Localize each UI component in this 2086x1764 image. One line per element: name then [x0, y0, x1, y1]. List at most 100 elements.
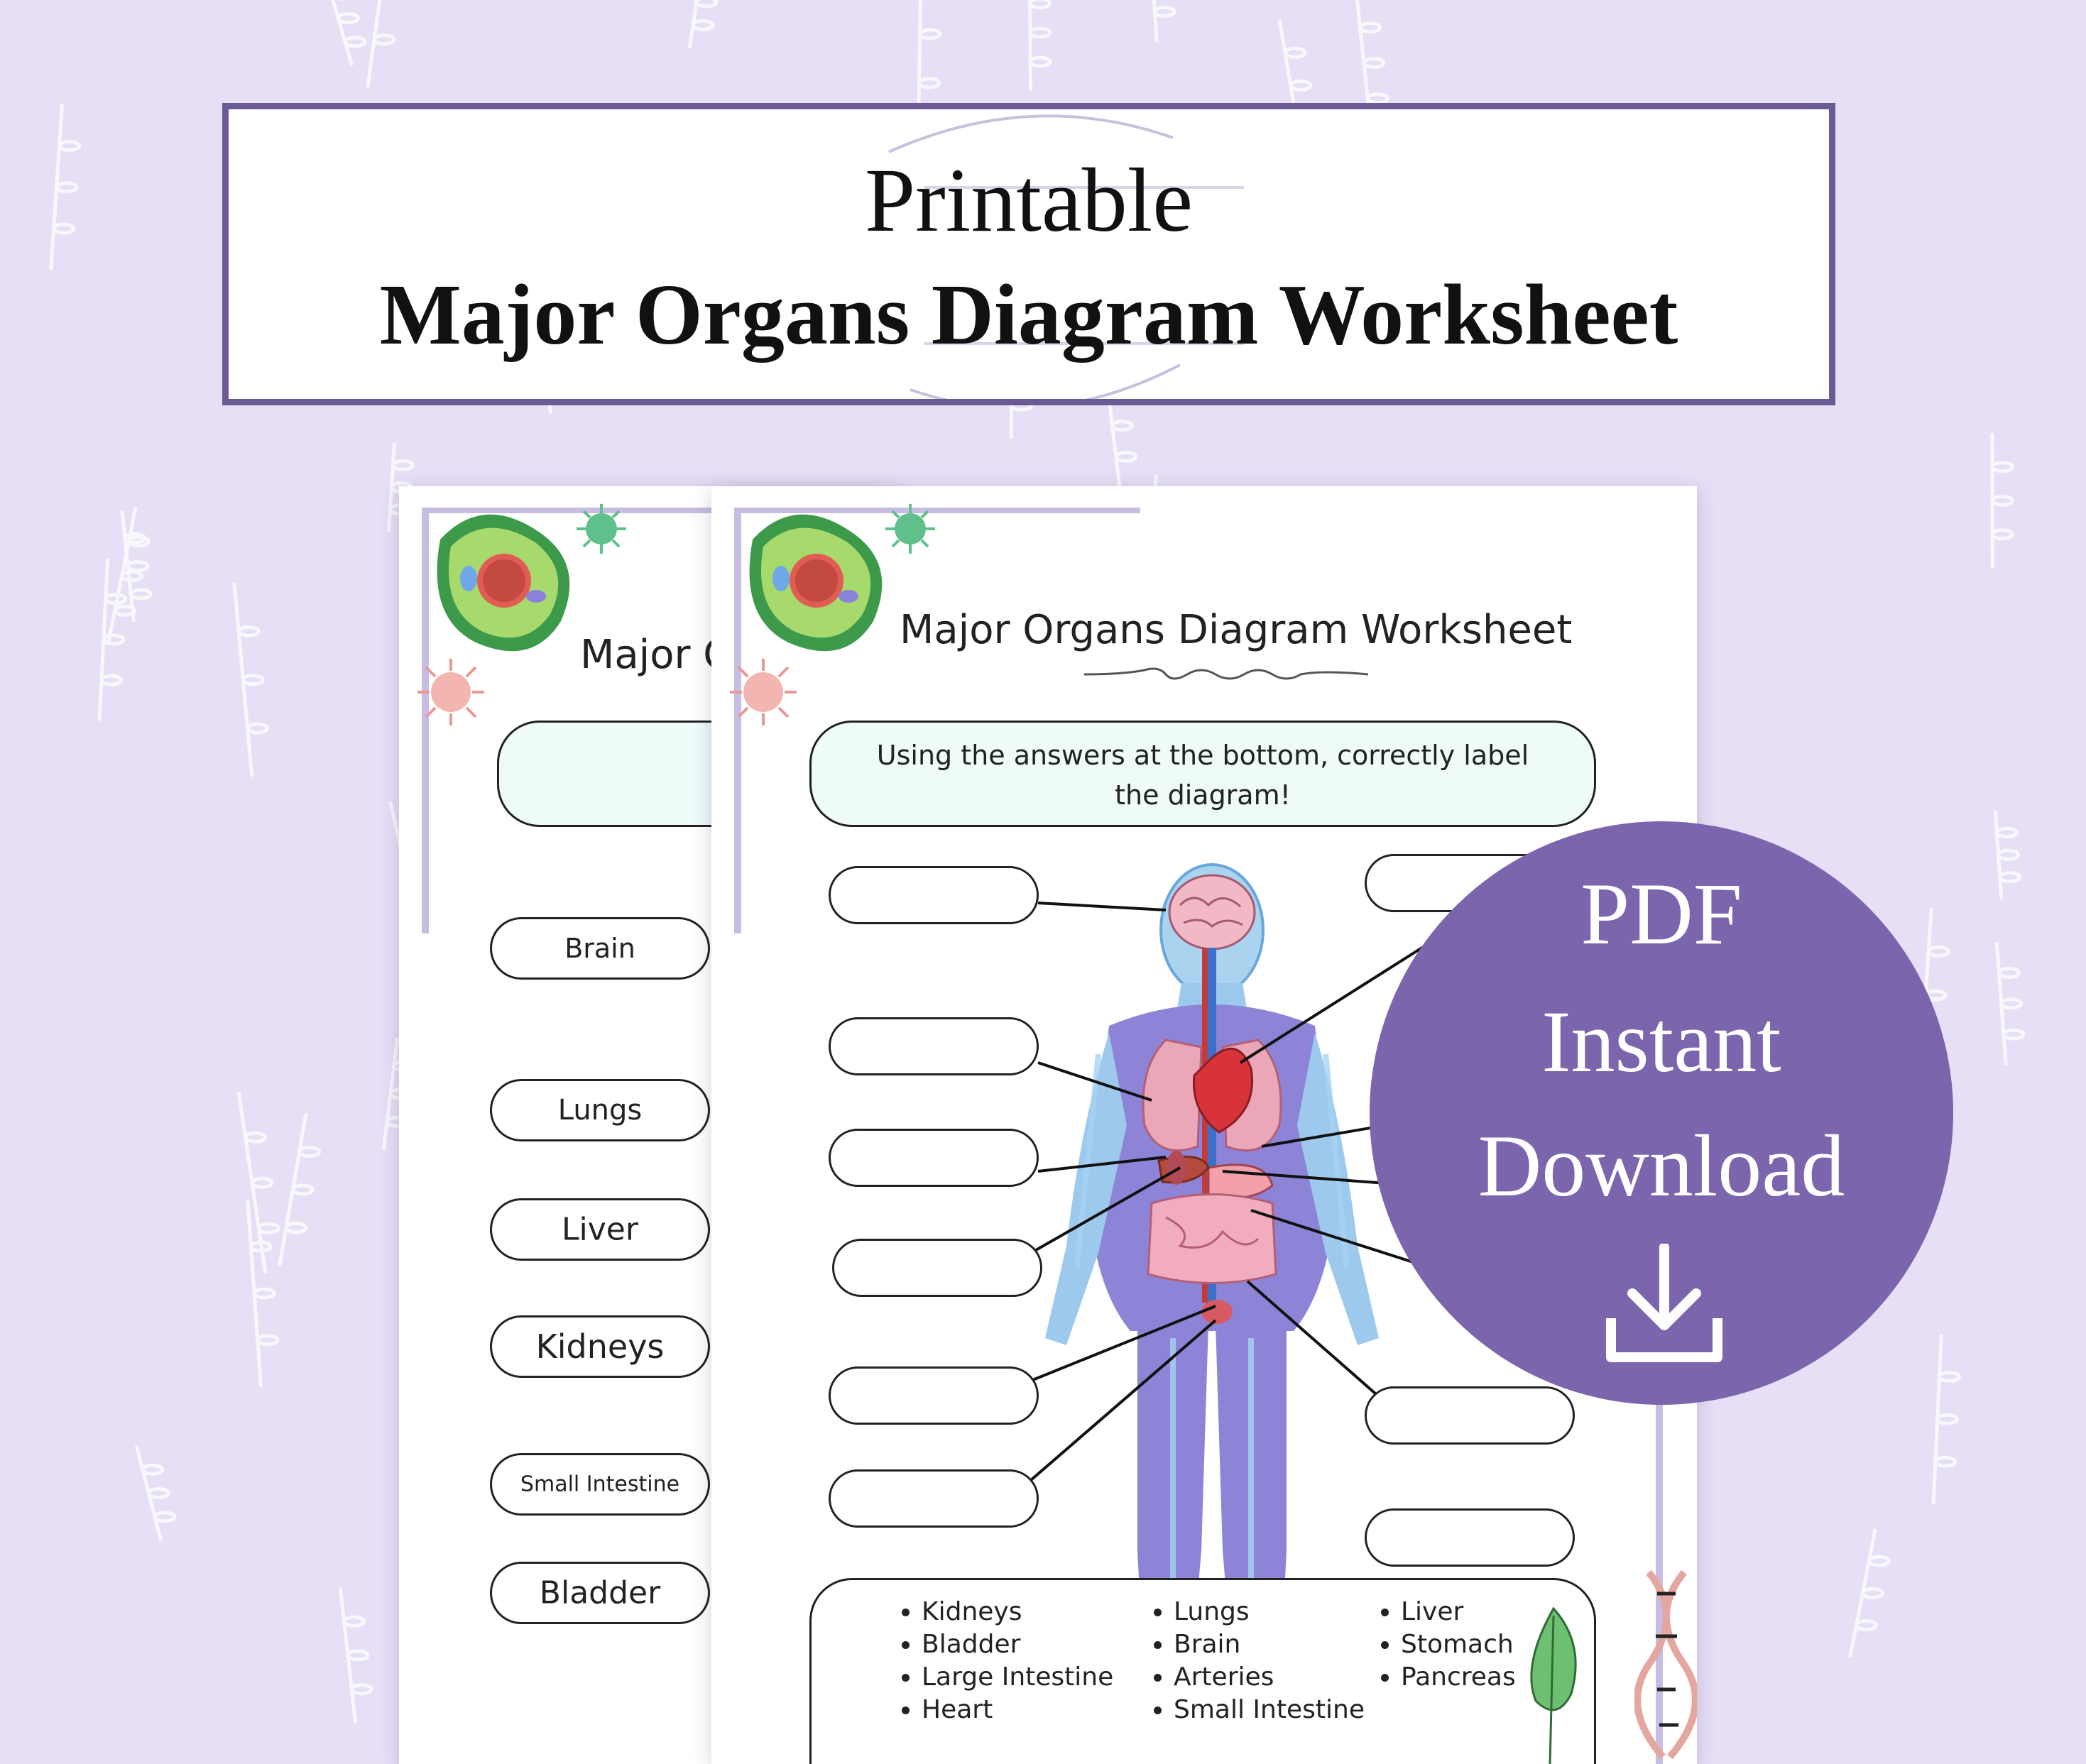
- leaf-shape: [1030, 57, 1050, 66]
- leaf-shape: [131, 590, 151, 598]
- leaf-shape: [1367, 94, 1387, 103]
- word-bank-item: Lungs: [1174, 1596, 1365, 1628]
- word-bank-item: Small Intestine: [1174, 1694, 1365, 1726]
- leaf-shape: [1154, 7, 1174, 16]
- label-blank[interactable]: [829, 866, 1039, 924]
- leaf-shape: [258, 1336, 278, 1344]
- title-banner: Printable Major Organs Diagram Worksheet: [222, 103, 1835, 405]
- virus-icon: [573, 500, 630, 557]
- dna-icon: [1634, 1565, 1697, 1764]
- leaf-shape: [1999, 968, 2019, 977]
- label-blank[interactable]: [829, 1129, 1039, 1187]
- brain-organ: [1169, 875, 1255, 949]
- word-bank-column-1: Kidneys Bladder Large Intestine Heart: [893, 1596, 1113, 1726]
- leaf-shape: [693, 21, 713, 29]
- leaf-shape: [60, 142, 80, 150]
- leaf-shape: [122, 572, 142, 581]
- leaf-shape: [345, 38, 365, 46]
- word-bank-item: Brain: [1174, 1628, 1365, 1661]
- leaf-shape: [57, 183, 77, 192]
- leaf-shape: [300, 1147, 320, 1156]
- back-label-small-intestine: Small Intestine: [490, 1453, 710, 1516]
- leaf-shape: [252, 1178, 272, 1187]
- back-label-liver: Liver: [490, 1198, 710, 1261]
- word-bank-item: Bladder: [922, 1628, 1113, 1661]
- leaf-shape: [1935, 1457, 1955, 1466]
- leaf-shape: [54, 224, 74, 233]
- leaf-shape: [351, 1685, 371, 1694]
- leaf-shape: [155, 1513, 175, 1521]
- floral-sprig: [1149, 0, 1157, 42]
- word-bank-item: Large Intestine: [922, 1661, 1113, 1694]
- leaf-shape: [2004, 1030, 2024, 1039]
- label-blank[interactable]: [829, 1017, 1039, 1075]
- badge-line-pdf: PDF: [1370, 864, 1953, 965]
- badge-line-download: Download: [1370, 1116, 1953, 1217]
- back-label-kidneys: Kidneys: [490, 1315, 710, 1378]
- word-bank-column-3: Liver Stomach Pancreas: [1372, 1596, 1516, 1694]
- word-bank-box: Kidneys Bladder Large Intestine Heart Lu…: [809, 1578, 1596, 1764]
- leaf-shape: [239, 627, 258, 635]
- leaf-shape: [1992, 496, 2012, 505]
- leaf-shape: [1364, 59, 1384, 67]
- word-bank-column-2: Lungs Brain Arteries Small Intestine: [1145, 1596, 1365, 1726]
- germ-icon: [412, 653, 490, 731]
- leaf-shape: [393, 461, 413, 469]
- download-icon: [1604, 1244, 1725, 1368]
- bladder-organ: [1201, 1300, 1233, 1324]
- leaf-shape: [1291, 81, 1311, 89]
- leaf-shape: [1285, 48, 1305, 57]
- leaf-shape: [246, 1133, 266, 1141]
- word-bank-item: Pancreas: [1401, 1661, 1516, 1694]
- leaf-shape: [697, 0, 716, 6]
- leaf-shape: [1360, 23, 1380, 32]
- leaf-shape: [1862, 1589, 1882, 1597]
- label-blank[interactable]: [829, 1366, 1039, 1425]
- leaf-shape: [243, 676, 263, 684]
- banner-title-line2: Major Organs Diagram Worksheet: [229, 265, 1829, 365]
- leaf-shape: [248, 724, 268, 733]
- word-bank-item: Heart: [922, 1694, 1113, 1726]
- badge-line-instant: Instant: [1370, 992, 1953, 1092]
- leaf-shape: [286, 1224, 306, 1232]
- leaf-shape: [104, 635, 124, 644]
- leaf-shape: [2002, 999, 2021, 1008]
- leaf-shape: [1116, 452, 1136, 461]
- instant-download-badge[interactable]: PDF Instant Download: [1370, 821, 1953, 1405]
- leaf-shape: [1030, 28, 1050, 37]
- word-bank-item: Arteries: [1174, 1661, 1365, 1694]
- leaf-shape: [920, 30, 940, 38]
- leaf-shape: [1857, 1621, 1877, 1630]
- leaf-shape: [338, 14, 358, 23]
- leaf-shape: [293, 1185, 312, 1194]
- leaf-shape: [143, 1465, 163, 1474]
- leaf-shape: [348, 1651, 368, 1660]
- word-bank-item: Stomach: [1401, 1628, 1516, 1661]
- leaf-icon: [1522, 1601, 1585, 1764]
- leaf-shape: [2000, 873, 2020, 882]
- label-blank[interactable]: [832, 1239, 1042, 1297]
- leaf-shape: [148, 1489, 168, 1497]
- back-label-bladder: Bladder: [490, 1562, 710, 1624]
- leaf-shape: [344, 1617, 364, 1626]
- back-label-brain: Brain: [490, 917, 710, 980]
- leaf-shape: [1992, 463, 2012, 471]
- label-blank[interactable]: [1365, 1508, 1575, 1567]
- leaf-shape: [374, 35, 394, 44]
- label-blank[interactable]: [1365, 1386, 1575, 1445]
- label-blank[interactable]: [829, 1469, 1039, 1528]
- leaf-shape: [1112, 422, 1132, 430]
- leaf-shape: [919, 79, 939, 87]
- floral-sprig: [324, 0, 351, 65]
- kidney-organ: [1167, 1151, 1186, 1185]
- banner-title-line1: Printable: [229, 148, 1829, 253]
- leaf-shape: [102, 676, 121, 684]
- leaf-shape: [1999, 850, 2019, 859]
- leaf-shape: [258, 1224, 278, 1232]
- word-bank-item: Liver: [1401, 1596, 1516, 1628]
- back-label-lungs: Lungs: [490, 1079, 710, 1141]
- leaf-shape: [1938, 1415, 1957, 1423]
- leaf-shape: [1992, 530, 2012, 539]
- leaf-shape: [1997, 828, 2016, 837]
- leaf-shape: [128, 562, 148, 571]
